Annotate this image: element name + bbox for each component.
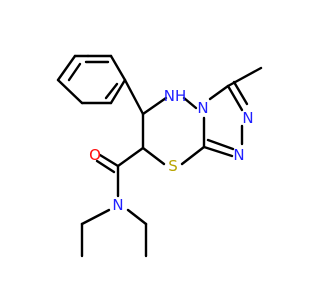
bond-s-c8a bbox=[180, 145, 206, 166]
bond-namide-ethyl2 bbox=[126, 208, 148, 226]
bond-n1-c8a-double bbox=[206, 138, 235, 151]
bond-carbonyl-o-double bbox=[95, 159, 116, 174]
atom-label-n-amide: N bbox=[112, 196, 123, 214]
atom-label-n-triazole-lower: N bbox=[233, 146, 244, 164]
bond-phenyl-2 bbox=[109, 54, 127, 82]
atom-symbol-n-ring: N bbox=[164, 87, 175, 105]
bond-namide-ethyl1 bbox=[80, 208, 111, 226]
atom-labels: NH N N N S O N bbox=[89, 87, 254, 214]
atom-label-n-bridge: N bbox=[197, 99, 208, 117]
atom-label-n-triazole-upper: N bbox=[242, 109, 253, 127]
bond-carbonyl-o bbox=[98, 153, 120, 168]
bond-c7-s bbox=[141, 146, 166, 166]
atom-symbol-h-ring: H bbox=[175, 87, 186, 105]
atom-label-n-ring: NH bbox=[164, 87, 187, 105]
atom-label-o: O bbox=[89, 146, 101, 164]
background bbox=[0, 0, 300, 300]
bonds bbox=[56, 54, 263, 258]
bond-c7-carbonyl bbox=[116, 146, 145, 168]
bond-phenyl-inner-3 bbox=[67, 62, 82, 82]
bond-nh-nbridge bbox=[182, 96, 198, 110]
bond-n1-c8a bbox=[202, 145, 234, 158]
atom-label-s: S bbox=[168, 157, 178, 175]
bond-phenyl-6 bbox=[56, 54, 77, 82]
bond-c3-n2-double bbox=[232, 80, 249, 106]
bond-nbridge-c3 bbox=[208, 84, 230, 101]
bond-phenyl-to-c6 bbox=[123, 78, 145, 116]
bond-phenyl-3 bbox=[109, 78, 127, 105]
molecule-structure: NH N N N S O N bbox=[0, 0, 300, 300]
bond-c3-n2 bbox=[226, 84, 244, 112]
bond-c6-nh bbox=[141, 96, 168, 116]
bond-phenyl-5 bbox=[56, 78, 84, 105]
bond-phenyl-inner-2 bbox=[104, 82, 119, 100]
